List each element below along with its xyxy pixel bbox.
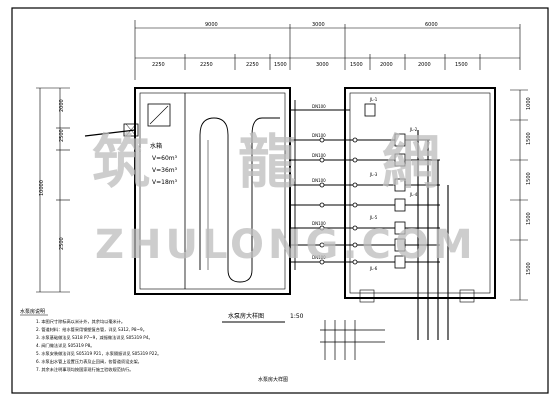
dim-right-1: 1000 xyxy=(526,97,532,110)
pipe-size-6: DN100 xyxy=(312,255,326,260)
dim-right-2: 1500 xyxy=(526,132,532,145)
dim-total-2: 3000 xyxy=(312,22,325,28)
pump-unit-8 xyxy=(394,255,406,269)
left-dimension-texts: 2000 2500 2500 10000 xyxy=(39,99,65,250)
bottom-caption: 水泵房大样图 xyxy=(258,376,288,383)
pipe-id-3: JL-3 xyxy=(369,172,378,177)
dim-seg-1: 2250 xyxy=(152,62,165,68)
notes-title: 水泵房说明 xyxy=(20,308,45,315)
dim-total-1: 9000 xyxy=(205,22,218,28)
dim-left-total: 10000 xyxy=(39,180,45,196)
tank-label: 水箱 xyxy=(150,142,162,150)
right-dimensions xyxy=(510,89,528,301)
tank-spec-3: V=18m³ xyxy=(152,179,178,186)
pipe-id-2: JL-2 xyxy=(409,127,418,132)
dim-seg-4: 1500 xyxy=(274,62,287,68)
pipe-size-2: DN100 xyxy=(312,133,326,138)
pump-room xyxy=(344,87,496,303)
dim-seg-8: 2000 xyxy=(418,62,431,68)
dim-seg-3: 2250 xyxy=(246,62,259,68)
pipe-size-3: DN100 xyxy=(312,153,326,158)
dim-seg-2: 2250 xyxy=(200,62,213,68)
dim-left-1: 2000 xyxy=(59,99,65,112)
pump-unit-1 xyxy=(364,103,376,117)
note-6: 6. 水泵出水管上设置压力表及止回阀，各管道须设支架。 xyxy=(36,358,142,365)
drawing-title: 水泵房大样图 xyxy=(228,312,264,320)
note-7: 7. 其余未注明事项均按国家现行施工验收规范执行。 xyxy=(36,366,133,373)
pipe-id-5: JL-5 xyxy=(369,215,378,220)
dim-left-2: 2500 xyxy=(59,129,65,142)
pump-unit-5 xyxy=(394,198,406,212)
watermark-char-3: 網 xyxy=(382,128,440,196)
tank-labels: 水箱 V=60m³ V=36m³ V=18m³ xyxy=(150,142,178,186)
top-dimensions xyxy=(134,20,521,80)
tank-hatch xyxy=(147,103,171,127)
dim-right-4: 1500 xyxy=(526,212,532,225)
dim-seg-9: 1500 xyxy=(455,62,468,68)
watermark-text: ZHULONG.COM xyxy=(95,222,477,268)
dim-seg-5: 3000 xyxy=(316,62,329,68)
drawing-frame xyxy=(11,7,549,394)
tank-baffle xyxy=(199,117,280,283)
pump-unit-7 xyxy=(394,238,406,252)
note-5: 5. 水泵安装做法详见 S05319 P21，水泵隔振详见 S05319 P22… xyxy=(36,350,161,357)
watermark: 筑 龍 網 ZHULONG.COM xyxy=(92,128,477,268)
dim-right-5: 1500 xyxy=(526,262,532,275)
tank-spec-1: V=60m³ xyxy=(152,155,178,162)
outgoing-pipes xyxy=(320,320,385,360)
dim-total-3: 6000 xyxy=(425,22,438,28)
pump-unit-6 xyxy=(394,221,406,235)
top-dimension-texts: 9000 3000 6000 2250 2250 2250 1500 3000 … xyxy=(152,22,468,68)
pump-unit-3 xyxy=(394,153,406,167)
dim-seg-7: 2000 xyxy=(380,62,393,68)
pipe-size-1: DN100 xyxy=(312,104,326,109)
watermark-char-2: 龍 xyxy=(238,128,296,196)
tank-room xyxy=(134,87,291,295)
pipe-size-4: DN100 xyxy=(312,178,326,183)
pump-unit-2 xyxy=(394,133,406,147)
pipe-size-5: DN100 xyxy=(312,221,326,226)
pump-unit-4 xyxy=(394,178,406,192)
dim-right-3: 1500 xyxy=(526,172,532,185)
inlet-pipe xyxy=(84,123,139,137)
pipe-labels: DN100 DN100 DN100 DN100 DN100 DN100 JL-1… xyxy=(312,97,418,271)
dim-left-3: 2500 xyxy=(59,237,65,250)
supply-pipes xyxy=(290,100,449,340)
pipe-id-4: JL-4 xyxy=(409,192,418,197)
note-3: 3. 水泵基础做法见 S318 P7~9，减振做法详见 S05319 P4。 xyxy=(36,334,153,341)
pipe-id-6: JL-6 xyxy=(369,266,378,271)
note-2: 2. 管道材料：给水管采用钢塑复合管，详见 S312, P8~9。 xyxy=(36,326,147,333)
left-dimensions xyxy=(36,87,70,293)
pipe-id-1: JL-1 xyxy=(369,97,378,102)
drawing-scale: 1:50 xyxy=(290,313,304,320)
note-4: 4. 阀门做法详见 S05319 P8。 xyxy=(36,342,94,349)
pump-units xyxy=(319,103,406,269)
tank-spec-2: V=36m³ xyxy=(152,167,178,174)
watermark-char-1: 筑 xyxy=(92,128,150,196)
dim-seg-6: 1500 xyxy=(350,62,363,68)
note-1: 1. 本图尺寸除标高以米计外，其余均以毫米计。 xyxy=(36,318,125,325)
right-dimension-texts: 1000 1500 1500 1500 1500 xyxy=(526,97,532,275)
notes-block: 水泵房说明 1. 本图尺寸除标高以米计外，其余均以毫米计。 2. 管道材料：给水… xyxy=(20,308,161,373)
